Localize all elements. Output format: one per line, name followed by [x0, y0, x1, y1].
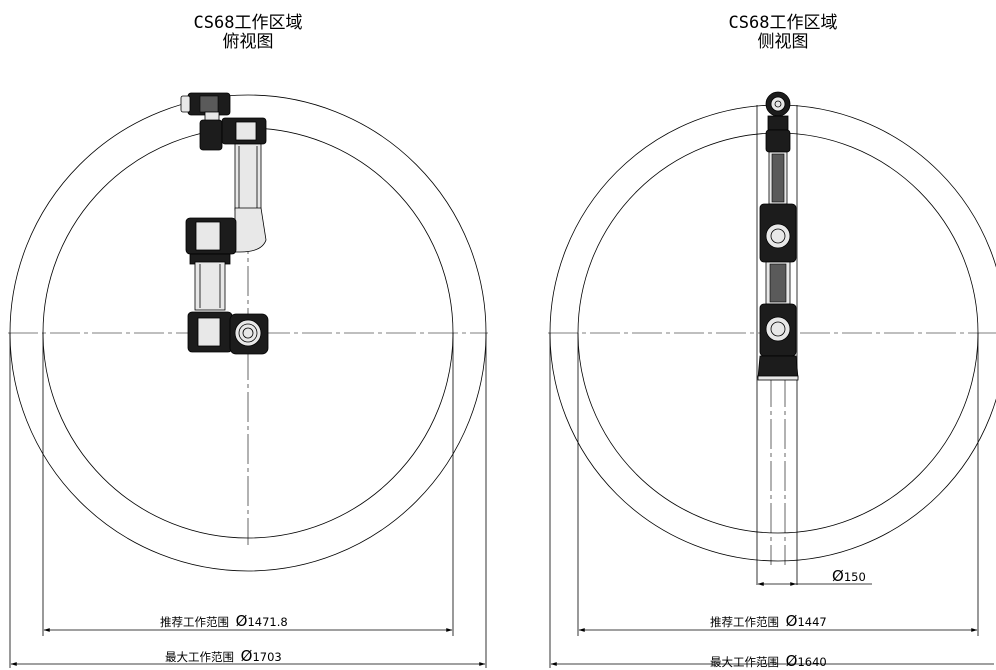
side-small-dimension-label: Ø150 — [832, 567, 866, 585]
top-view-title: CS68工作区域 — [194, 13, 303, 33]
top-max-label: 最大工作范围 Ø1703 — [165, 647, 282, 665]
side-robot-arm — [757, 91, 799, 381]
top-view: CS68工作区域 俯视图 推荐工作范围 Ø1471.8 最大工作范围 Ø1703 — [8, 13, 488, 668]
side-view: CS68工作区域 侧视图 Ø150 推荐工作范围 Ø1447 最大工作 — [548, 13, 996, 670]
side-view-subtitle: 侧视图 — [758, 32, 809, 52]
side-recommended-label: 推荐工作范围 Ø1447 — [710, 612, 827, 630]
top-recommended-label: 推荐工作范围 Ø1471.8 — [160, 612, 288, 630]
top-view-subtitle: 俯视图 — [223, 32, 274, 52]
side-view-title: CS68工作区域 — [729, 13, 838, 33]
top-robot-arm — [180, 92, 269, 355]
side-max-label: 最大工作范围 Ø1640 — [710, 652, 827, 670]
